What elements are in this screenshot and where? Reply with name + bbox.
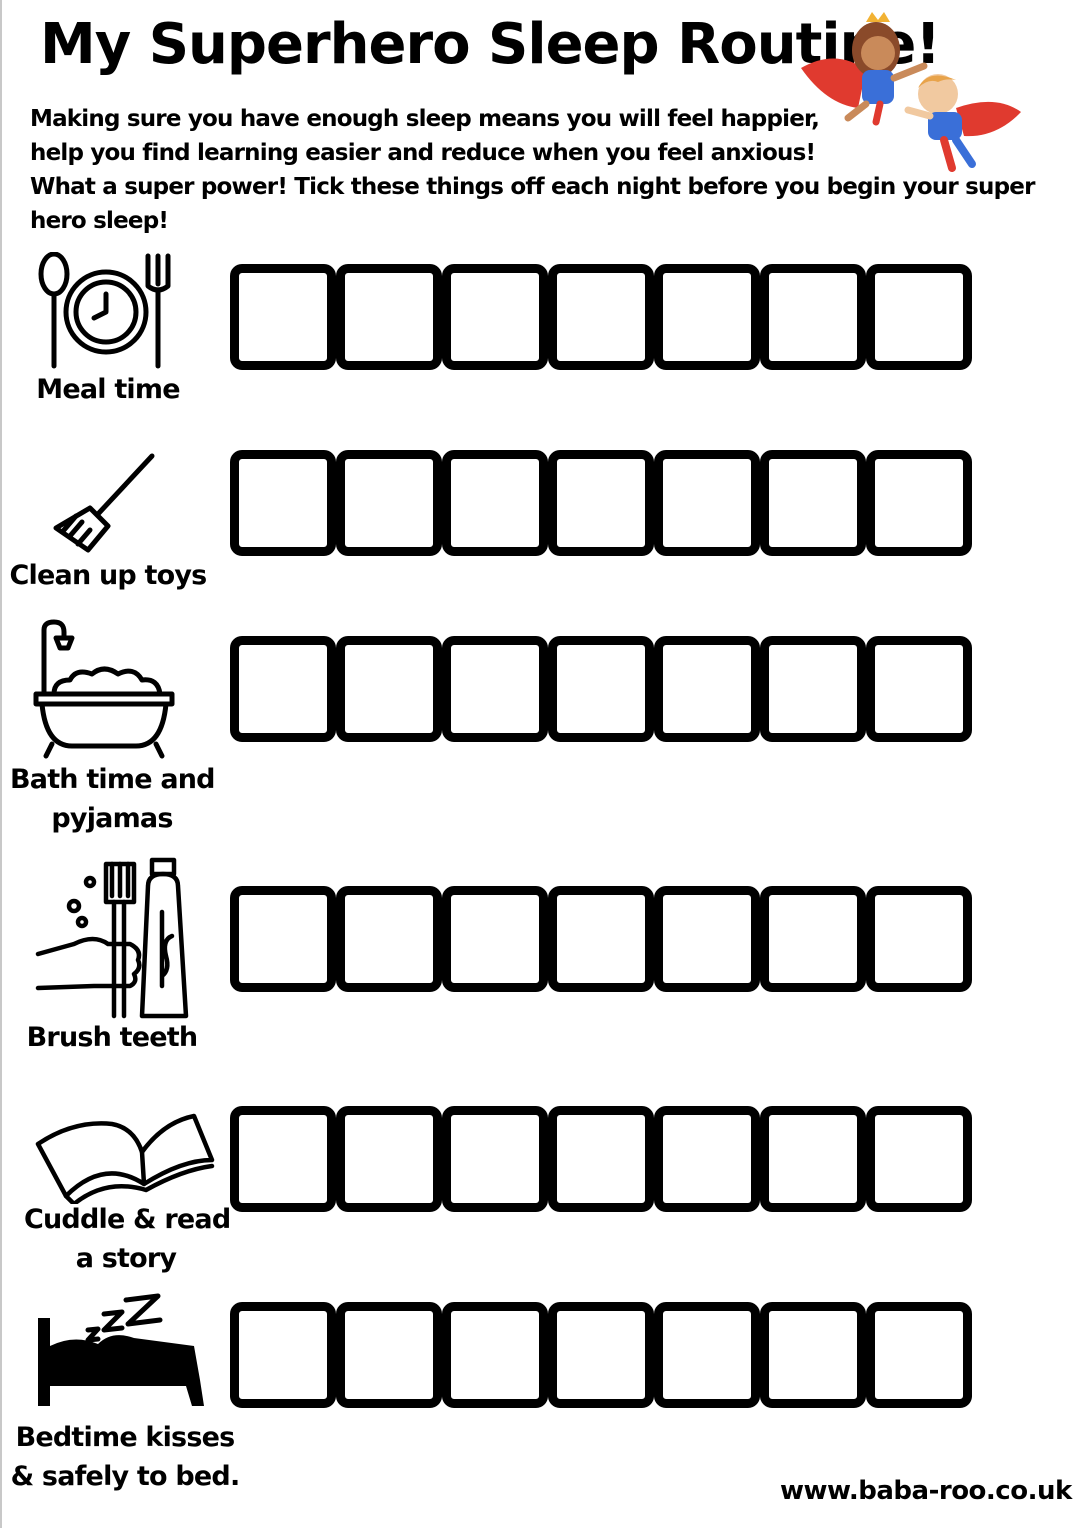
tick-box[interactable] [442, 450, 548, 556]
tick-box[interactable] [760, 1106, 866, 1212]
bathtub-icon [33, 619, 175, 759]
tick-box[interactable] [230, 636, 336, 742]
routine-row-bedtime-kisses: Bedtime kisses & safely to bed. [0, 1288, 1080, 1498]
label-line: a story [75, 1243, 177, 1274]
tick-box[interactable] [336, 450, 442, 556]
tick-box[interactable] [230, 1106, 336, 1212]
tick-box[interactable] [230, 1302, 336, 1408]
routine-label: Brush teeth [20, 1018, 204, 1057]
book-icon [35, 1113, 215, 1204]
tick-box[interactable] [230, 264, 336, 370]
bed-sleep-icon [38, 1293, 204, 1406]
tick-box[interactable] [548, 450, 654, 556]
intro-line: What a super power! Tick these things of… [30, 174, 1035, 200]
tick-boxes [230, 886, 972, 992]
tick-box[interactable] [336, 636, 442, 742]
label-line: Clean up toys [9, 560, 208, 591]
tick-box[interactable] [866, 264, 972, 370]
routine-label: Bedtime kisses & safely to bed. [10, 1418, 241, 1496]
superheroes-illustration [801, 12, 1021, 172]
broom-icon [53, 453, 155, 553]
tick-box[interactable] [654, 636, 760, 742]
label-line: Meal time [36, 374, 180, 405]
label-line: Bedtime kisses [15, 1422, 236, 1453]
tick-box[interactable] [548, 1302, 654, 1408]
tick-box[interactable] [336, 1106, 442, 1212]
tick-boxes [230, 636, 972, 742]
tick-boxes [230, 450, 972, 556]
toothbrush-icon [35, 857, 189, 1019]
tick-box[interactable] [866, 886, 972, 992]
tick-box[interactable] [442, 886, 548, 992]
tick-box[interactable] [760, 1302, 866, 1408]
routine-label: Clean up toys [8, 556, 208, 595]
tick-box[interactable] [336, 264, 442, 370]
tick-box[interactable] [230, 450, 336, 556]
routine-label: Meal time [18, 370, 198, 409]
label-line: Bath time and [10, 764, 216, 795]
tick-box[interactable] [760, 450, 866, 556]
tick-box[interactable] [548, 636, 654, 742]
label-line: & safely to bed. [10, 1461, 241, 1492]
tick-box[interactable] [442, 636, 548, 742]
tick-box[interactable] [336, 1302, 442, 1408]
tick-box[interactable] [866, 450, 972, 556]
plate-clock-icon [38, 252, 171, 369]
tick-boxes [230, 1302, 972, 1408]
routine-row-brush-teeth: Brush teeth [0, 854, 1080, 1064]
label-line: Cuddle & read [24, 1204, 231, 1235]
tick-boxes [230, 264, 972, 370]
tick-box[interactable] [548, 264, 654, 370]
tick-box[interactable] [866, 636, 972, 742]
intro-line: hero sleep! [30, 208, 169, 234]
routine-row-cuddle-read: Cuddle & read a story [0, 1096, 1080, 1286]
tick-box[interactable] [654, 886, 760, 992]
page-edge [0, 0, 2, 1528]
tick-box[interactable] [442, 264, 548, 370]
tick-box[interactable] [760, 636, 866, 742]
tick-boxes [230, 1106, 972, 1212]
tick-box[interactable] [442, 1302, 548, 1408]
tick-box[interactable] [548, 886, 654, 992]
tick-box[interactable] [654, 450, 760, 556]
intro-line: Making sure you have enough sleep means … [30, 106, 820, 132]
tick-box[interactable] [548, 1106, 654, 1212]
tick-box[interactable] [760, 886, 866, 992]
page-title: My Superhero Sleep Routine! [40, 12, 941, 77]
label-line: Brush teeth [26, 1022, 198, 1053]
intro-text: Making sure you have enough sleep means … [30, 102, 1035, 238]
tick-box[interactable] [230, 886, 336, 992]
intro-line: help you find learning easier and reduce… [30, 140, 816, 166]
tick-box[interactable] [866, 1106, 972, 1212]
tick-box[interactable] [442, 1106, 548, 1212]
tick-box[interactable] [654, 264, 760, 370]
tick-box[interactable] [760, 264, 866, 370]
routine-label: Cuddle & read a story [24, 1200, 231, 1278]
tick-box[interactable] [336, 886, 442, 992]
routine-row-meal-time: Meal time [0, 250, 1080, 410]
routine-label: Bath time and pyjamas [10, 760, 216, 838]
tick-box[interactable] [866, 1302, 972, 1408]
tick-box[interactable] [654, 1106, 760, 1212]
website-url[interactable]: www.baba-roo.co.uk [780, 1476, 1072, 1506]
routine-row-bath-time: Bath time and pyjamas [0, 616, 1080, 844]
tick-box[interactable] [654, 1302, 760, 1408]
routine-row-clean-up-toys: Clean up toys [0, 444, 1080, 604]
label-line: pyjamas [51, 803, 173, 834]
